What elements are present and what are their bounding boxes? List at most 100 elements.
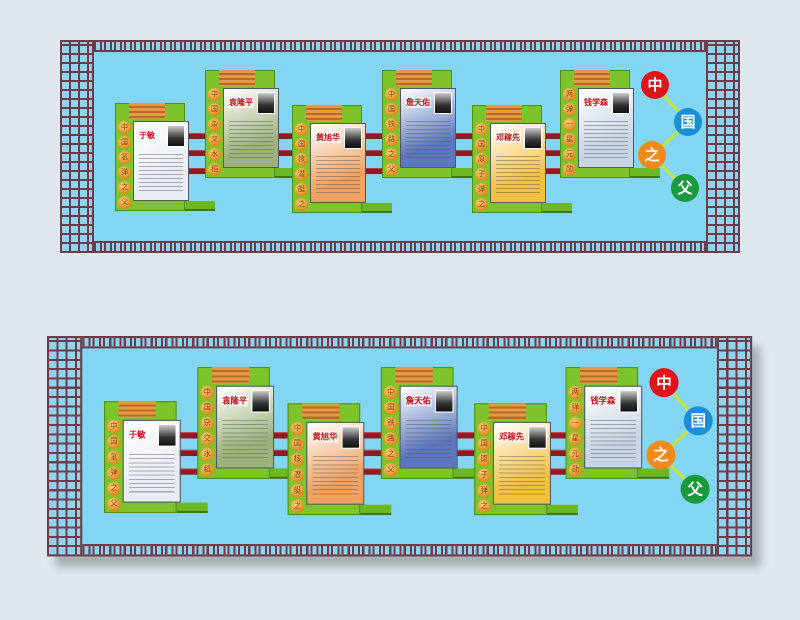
biography-poster: 邓稼先 <box>492 421 551 505</box>
title-circle: 父 <box>680 474 710 504</box>
title-bead: 水 <box>200 447 214 462</box>
portrait-photo <box>528 426 547 449</box>
title-bead: 子 <box>477 468 491 482</box>
person-name: 袁隆平 <box>221 394 249 407</box>
title-beads: 中国核潜艇之 <box>290 421 306 513</box>
title-bead: 之 <box>118 181 131 194</box>
biography-poster: 钱学森 <box>578 88 634 168</box>
portrait-board: 中国杂交水稻 袁隆平 <box>197 367 302 479</box>
title-bead: 原 <box>475 153 488 166</box>
board-stripes <box>118 401 156 418</box>
connecting-rod <box>180 168 570 174</box>
title-bead: 子 <box>475 168 488 181</box>
fret-border-top <box>82 336 717 349</box>
person-name: 詹天佑 <box>405 97 431 108</box>
title-bead: 艇 <box>295 183 308 196</box>
biography-poster: 詹天佑 <box>399 385 458 469</box>
person-name: 詹天佑 <box>404 394 432 407</box>
board-stripes <box>488 403 527 420</box>
board-stripes <box>395 367 433 384</box>
title-bead: 稻 <box>200 463 214 477</box>
portrait-photo <box>257 92 275 114</box>
portrait-board: 两弹一星元勋 钱学森 <box>560 70 660 178</box>
title-bead: 国 <box>385 103 398 116</box>
title-bead: 稻 <box>208 163 221 176</box>
person-name: 邓稼先 <box>495 132 521 143</box>
title-bead: 国 <box>200 401 214 415</box>
portrait-board: 中国核潜艇之 黄旭华 <box>287 403 392 516</box>
title-circle: 中 <box>649 368 679 398</box>
title-beads: 中国氢弹之父 <box>118 121 132 209</box>
title-bead: 杂 <box>200 416 214 431</box>
title-bead: 中 <box>107 419 121 434</box>
biography-text <box>222 419 268 462</box>
board-stripes <box>306 105 342 121</box>
portrait-photo <box>157 423 177 447</box>
title-beads: 两弹一星元勋 <box>568 385 584 477</box>
portrait-photo <box>434 92 452 114</box>
title-bead: 国 <box>477 437 491 451</box>
board-stripes <box>211 367 250 384</box>
title-beads: 中国杂交水稻 <box>208 88 222 176</box>
portrait-board: 中国原子弹之 邓稼先 <box>474 403 578 516</box>
lattice-left <box>47 336 83 557</box>
biography-poster: 于敏 <box>133 121 189 201</box>
title-bead: 勋 <box>568 463 583 477</box>
person-name: 于敏 <box>138 130 156 141</box>
title-bead: 中 <box>200 385 214 400</box>
title-bead: 弹 <box>563 103 576 116</box>
portrait-board: 中国杂交水稻 袁隆平 <box>205 70 305 178</box>
portrait-photo <box>434 389 454 413</box>
title-bead: 星 <box>568 432 583 446</box>
fret-border-bottom <box>94 241 706 253</box>
title-bead: 艇 <box>290 484 305 498</box>
title-beads: 中国杂交水稻 <box>200 385 215 477</box>
title-bead: 路 <box>384 432 398 446</box>
portrait-board: 中国氢弹之父 于敏 <box>104 401 208 513</box>
title-bead: 中 <box>385 88 398 101</box>
title-bead: 弹 <box>568 401 583 415</box>
title-circle: 国 <box>683 406 713 436</box>
board-stripes <box>580 367 618 384</box>
biography-poster: 袁隆平 <box>223 88 279 168</box>
connecting-rod <box>180 133 570 139</box>
portrait-board: 两弹一星元勋 钱学森 <box>565 367 670 479</box>
person-name: 钱学森 <box>589 394 617 407</box>
biography-poster: 詹天佑 <box>400 88 456 168</box>
title-bead: 之 <box>475 198 488 211</box>
title-bead: 之 <box>295 198 308 211</box>
connecting-rod <box>171 432 576 439</box>
title-bead: 一 <box>563 118 576 131</box>
person-name: 黄旭华 <box>311 431 339 443</box>
portrait-photo <box>612 92 630 114</box>
biography-text <box>496 156 540 196</box>
culture-wall-design-bottom: 中国氢弹之父 于敏 中国杂交水稻 袁隆平 中国核潜艇之 <box>47 336 753 557</box>
title-beads: 中国原子弹之 <box>477 421 492 513</box>
person-name: 于敏 <box>127 429 147 441</box>
biography-text <box>406 121 450 161</box>
portrait-board: 中国核潜艇之 黄旭华 <box>292 105 392 213</box>
biography-text <box>405 419 452 462</box>
title-bead: 杂 <box>208 118 221 131</box>
title-bead: 铁 <box>385 118 398 131</box>
title-bead: 元 <box>568 447 583 462</box>
title-circle: 国 <box>674 108 702 136</box>
biography-poster: 黄旭华 <box>310 123 366 203</box>
title-bead: 中 <box>475 123 488 136</box>
title-bead: 之 <box>384 447 398 462</box>
lattice-right <box>706 40 740 253</box>
title-bead: 一 <box>568 416 583 431</box>
title-beads: 中国铁路之父 <box>385 88 399 176</box>
title-circle: 之 <box>638 141 666 169</box>
title-circle: 中 <box>641 71 669 99</box>
title-bead: 国 <box>384 401 398 415</box>
board-stripes <box>574 70 610 86</box>
title-bead: 元 <box>563 148 576 161</box>
portrait-photo <box>524 127 542 149</box>
title-bead: 弹 <box>107 466 121 480</box>
lattice-right <box>716 336 753 557</box>
biography-text <box>316 156 360 196</box>
board-stripes <box>486 105 522 121</box>
board-stripes <box>302 403 340 420</box>
board-stripes <box>396 70 432 86</box>
